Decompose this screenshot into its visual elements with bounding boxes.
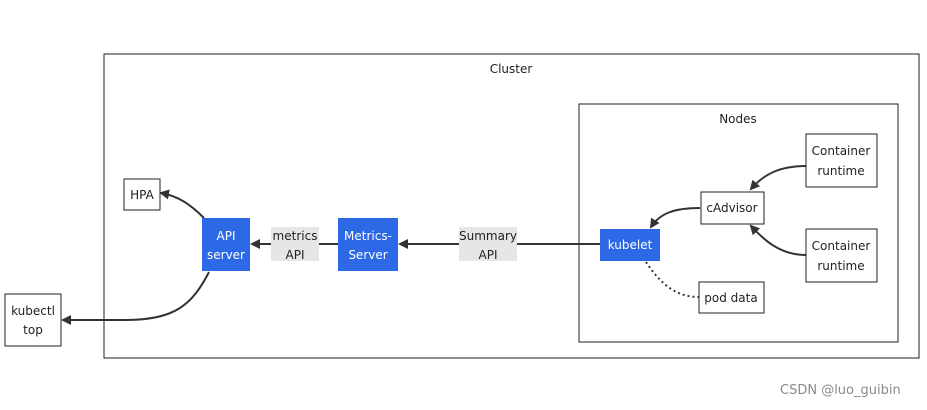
node-container-runtime-bottom-label-line-1: Container xyxy=(812,239,871,253)
nodes-box xyxy=(578,103,899,343)
nodes-group: Nodes xyxy=(578,103,899,343)
node-kubectl-top-label-line-1: kubectl xyxy=(11,304,55,318)
node-container-runtime-bottom[interactable]: Container runtime xyxy=(805,228,878,283)
edge-kubelet-to-pod-data xyxy=(645,261,700,298)
edge-label-summary-api-line-1: Summary xyxy=(459,229,517,243)
node-container-runtime-bottom-box xyxy=(805,228,878,283)
node-pod-data[interactable]: pod data xyxy=(698,281,765,314)
node-container-runtime-top-box xyxy=(805,133,878,188)
node-api-server[interactable]: API server xyxy=(202,218,250,271)
edge-api-server-to-hpa xyxy=(159,189,205,219)
edges xyxy=(61,165,807,325)
node-api-server-label-line-2: server xyxy=(207,248,245,262)
edge-cadvisor-to-kubelet xyxy=(649,207,701,229)
edge-label-summary-api-bg xyxy=(459,227,517,261)
node-metrics-server-box xyxy=(338,218,398,271)
cluster-box xyxy=(103,53,920,359)
node-api-server-label-line-1: API xyxy=(217,229,236,243)
node-kubectl-top[interactable]: kubectl top xyxy=(4,293,62,347)
node-cadvisor-label: cAdvisor xyxy=(706,201,757,215)
edge-label-summary-api-line-2: API xyxy=(479,248,498,262)
nodes-label: Nodes xyxy=(719,112,757,126)
edge-label-summary-api: Summary API xyxy=(459,227,517,262)
node-container-runtime-top-label-line-1: Container xyxy=(812,144,871,158)
node-pod-data-box xyxy=(698,281,765,314)
edge-api-server-to-kubectl-top xyxy=(61,271,210,325)
edge-label-metrics-api-line-2: API xyxy=(286,248,305,262)
node-metrics-server-label-line-1: Metrics- xyxy=(344,229,392,243)
node-kubelet-label: kubelet xyxy=(608,238,653,252)
node-hpa-label: HPA xyxy=(130,188,154,202)
edge-container-runtime-top-to-cadvisor xyxy=(749,165,807,191)
node-kubectl-top-box xyxy=(4,293,62,347)
node-kubelet[interactable]: kubelet xyxy=(600,229,660,261)
node-kubectl-top-label-line-2: top xyxy=(23,323,43,337)
node-kubelet-box xyxy=(600,229,660,261)
cluster-group: Cluster xyxy=(103,53,920,359)
node-metrics-server[interactable]: Metrics- Server xyxy=(338,218,398,271)
node-cadvisor-box xyxy=(700,191,765,225)
edge-label-metrics-api-bg xyxy=(271,227,319,261)
node-hpa[interactable]: HPA xyxy=(123,178,161,211)
edge-label-metrics-api: metrics API xyxy=(271,227,319,262)
edge-label-metrics-api-line-1: metrics xyxy=(273,229,318,243)
node-cadvisor[interactable]: cAdvisor xyxy=(700,191,765,225)
node-pod-data-label: pod data xyxy=(704,291,757,305)
node-container-runtime-bottom-label-line-2: runtime xyxy=(817,259,864,273)
node-container-runtime-top[interactable]: Container runtime xyxy=(805,133,878,188)
node-hpa-box xyxy=(123,178,161,211)
node-container-runtime-top-label-line-2: runtime xyxy=(817,164,864,178)
csdn-watermark: CSDN @luo_guibin xyxy=(780,383,901,398)
node-api-server-box xyxy=(202,218,250,271)
edge-container-runtime-bottom-to-cadvisor xyxy=(749,224,807,256)
node-metrics-server-label-line-2: Server xyxy=(348,248,387,262)
cluster-label: Cluster xyxy=(490,62,533,76)
